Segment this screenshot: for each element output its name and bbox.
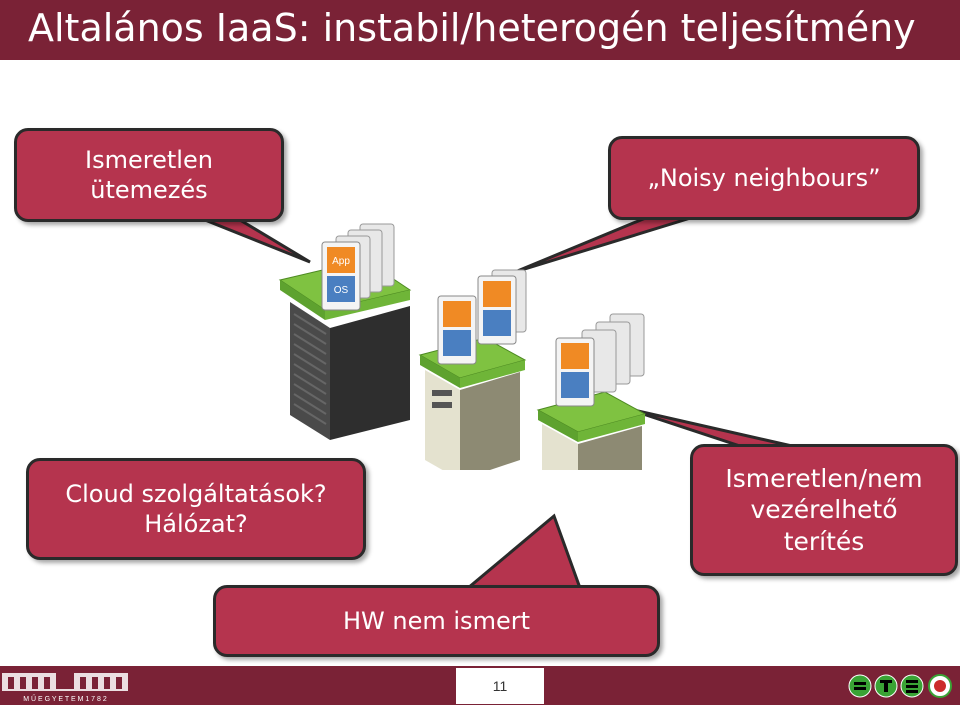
app-label: App bbox=[332, 256, 350, 267]
callout-placement-line1: Ismeretlen/nem bbox=[725, 464, 923, 494]
callout-placement-line2: vezérelhető bbox=[750, 495, 898, 525]
callout-scheduling-line2: ütemezés bbox=[90, 176, 208, 204]
slide-title: Altalános IaaS: instabil/heterogén telje… bbox=[28, 6, 916, 50]
rack-server: App OS bbox=[278, 223, 412, 440]
ftsrg-logo bbox=[848, 674, 952, 698]
server-scene: App OS bbox=[278, 223, 647, 470]
vm-stack-1: App OS bbox=[321, 223, 395, 311]
page-number: 11 bbox=[492, 678, 508, 694]
page-number-box: 11 bbox=[456, 668, 544, 704]
tower-server-1 bbox=[418, 269, 527, 470]
university-logo: M Ű E G Y E T E M 1 7 8 2 bbox=[2, 673, 128, 703]
pointer-hw bbox=[463, 513, 583, 590]
callout-placement-line3: terítés bbox=[783, 526, 865, 556]
callout-hw-text: HW nem ismert bbox=[343, 607, 530, 635]
callout-hw: HW nem ismert bbox=[213, 585, 660, 657]
callout-scheduling: Ismeretlen ütemezés bbox=[14, 128, 284, 222]
callout-scheduling-line1: Ismeretlen bbox=[85, 146, 213, 174]
vm-stack-2 bbox=[437, 269, 527, 365]
university-logo-caption: M Ű E G Y E T E M 1 7 8 2 bbox=[23, 694, 107, 703]
callout-noisy-neighbours: „Noisy neighbours” bbox=[608, 136, 920, 220]
callout-noisy-text: „Noisy neighbours” bbox=[647, 164, 881, 192]
callout-placement: Ismeretlen/nem vezérelhető terítés bbox=[690, 444, 958, 576]
callout-cloud-services: Cloud szolgáltatások? Hálózat? bbox=[26, 458, 366, 560]
title-bar: Altalános IaaS: instabil/heterogén telje… bbox=[0, 0, 960, 60]
vm-stack-3 bbox=[555, 313, 645, 407]
tower-server-2 bbox=[536, 313, 647, 470]
callout-cloud-line1: Cloud szolgáltatások? bbox=[65, 480, 327, 508]
callout-cloud-line2: Hálózat? bbox=[144, 510, 248, 538]
os-label: OS bbox=[334, 285, 349, 296]
